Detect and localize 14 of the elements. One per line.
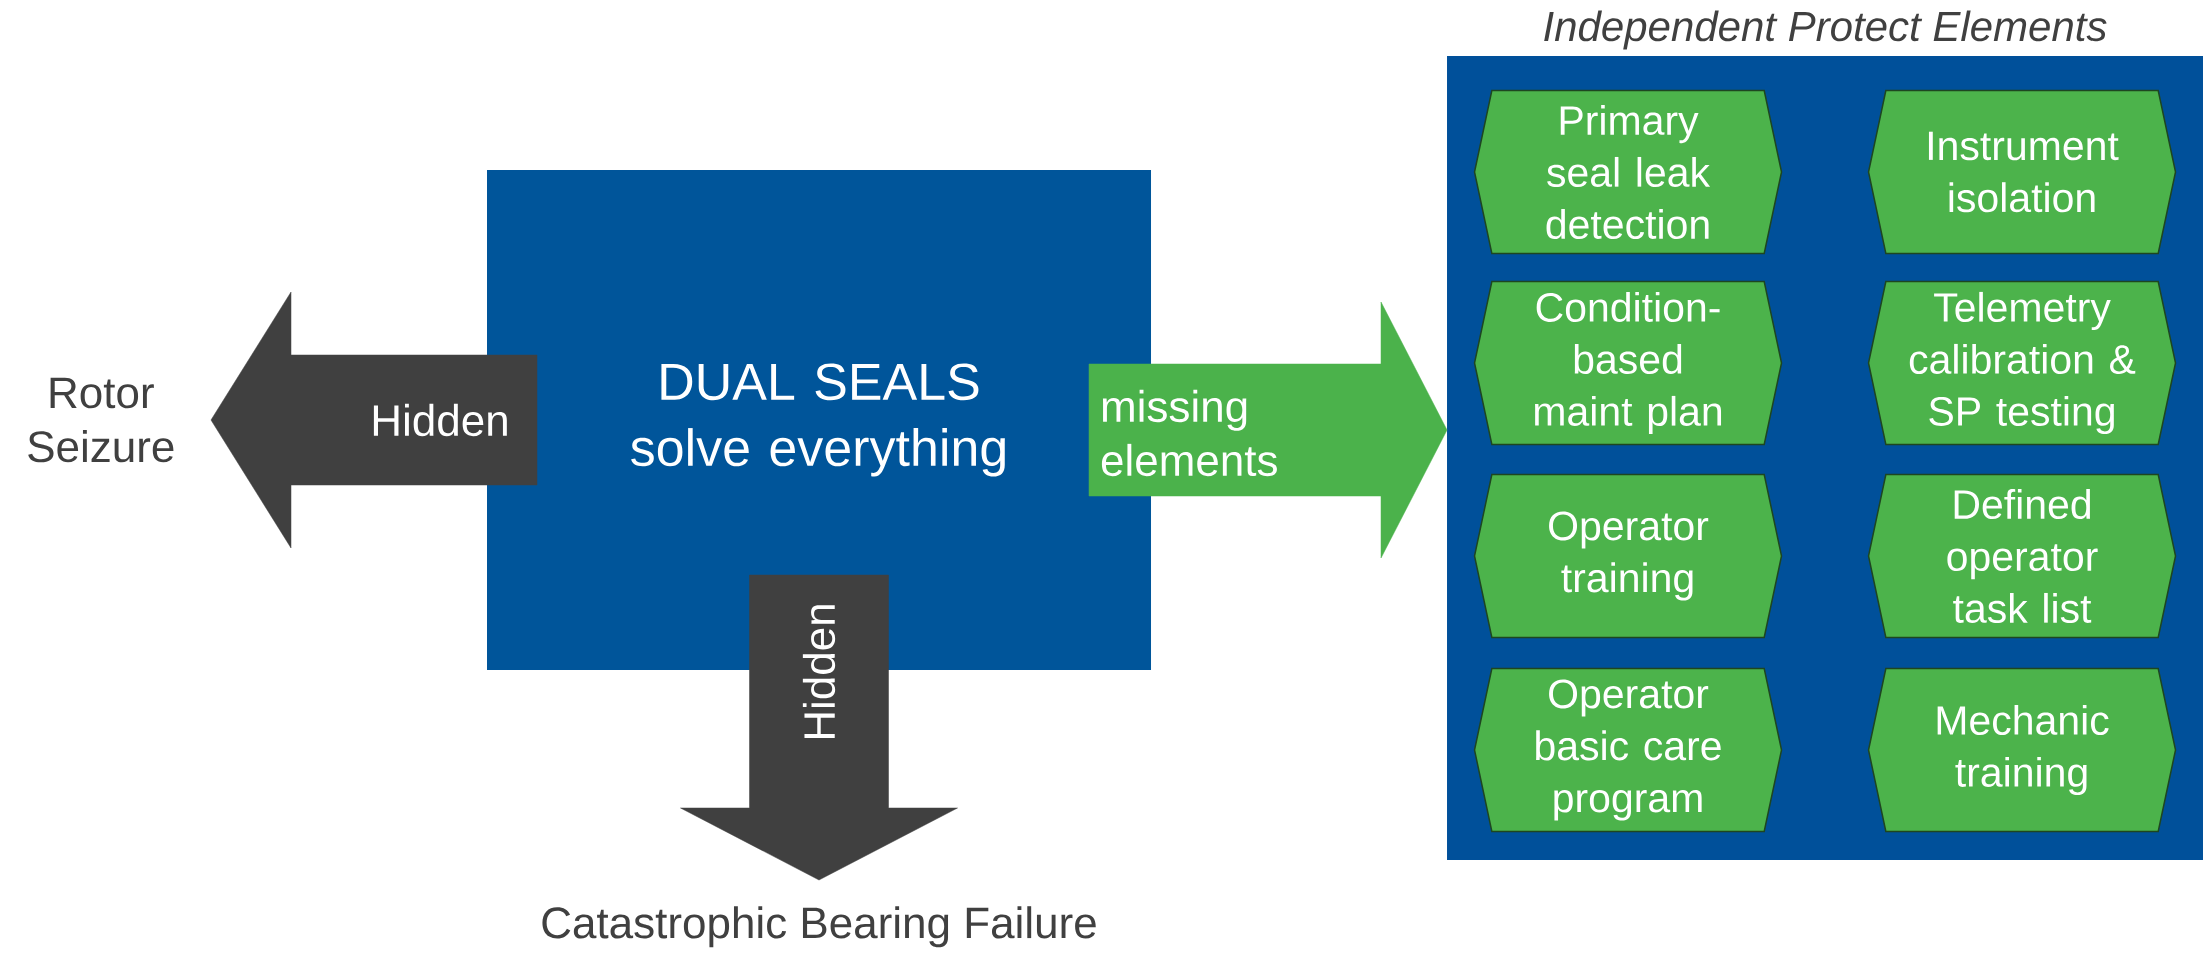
element-hexagon: Instrument isolation (1867, 89, 2177, 255)
element-hexagon: Condition-based maint plan (1473, 280, 1783, 446)
outcome-text: Catastrophic Bearing Failure (542, 906, 1096, 948)
element-hexagon: Defined operator task list (1867, 473, 2177, 639)
element-hexagon: Operator basic care program (1473, 667, 1783, 833)
outcome-text: Rotor Seizure (28, 377, 174, 463)
block-arrow (680, 574, 958, 881)
node-label: Independent Protect Elements (1544, 10, 2107, 50)
element-hexagon: Telemetry calibration & SP testing (1867, 280, 2177, 446)
block-arrow (1088, 301, 1448, 559)
element-hexagon: Primary seal leak detection (1473, 89, 1783, 255)
element-hexagon: Mechanic training (1867, 667, 2177, 833)
block-arrow (210, 291, 538, 549)
element-hexagon: Operator training (1473, 473, 1783, 639)
